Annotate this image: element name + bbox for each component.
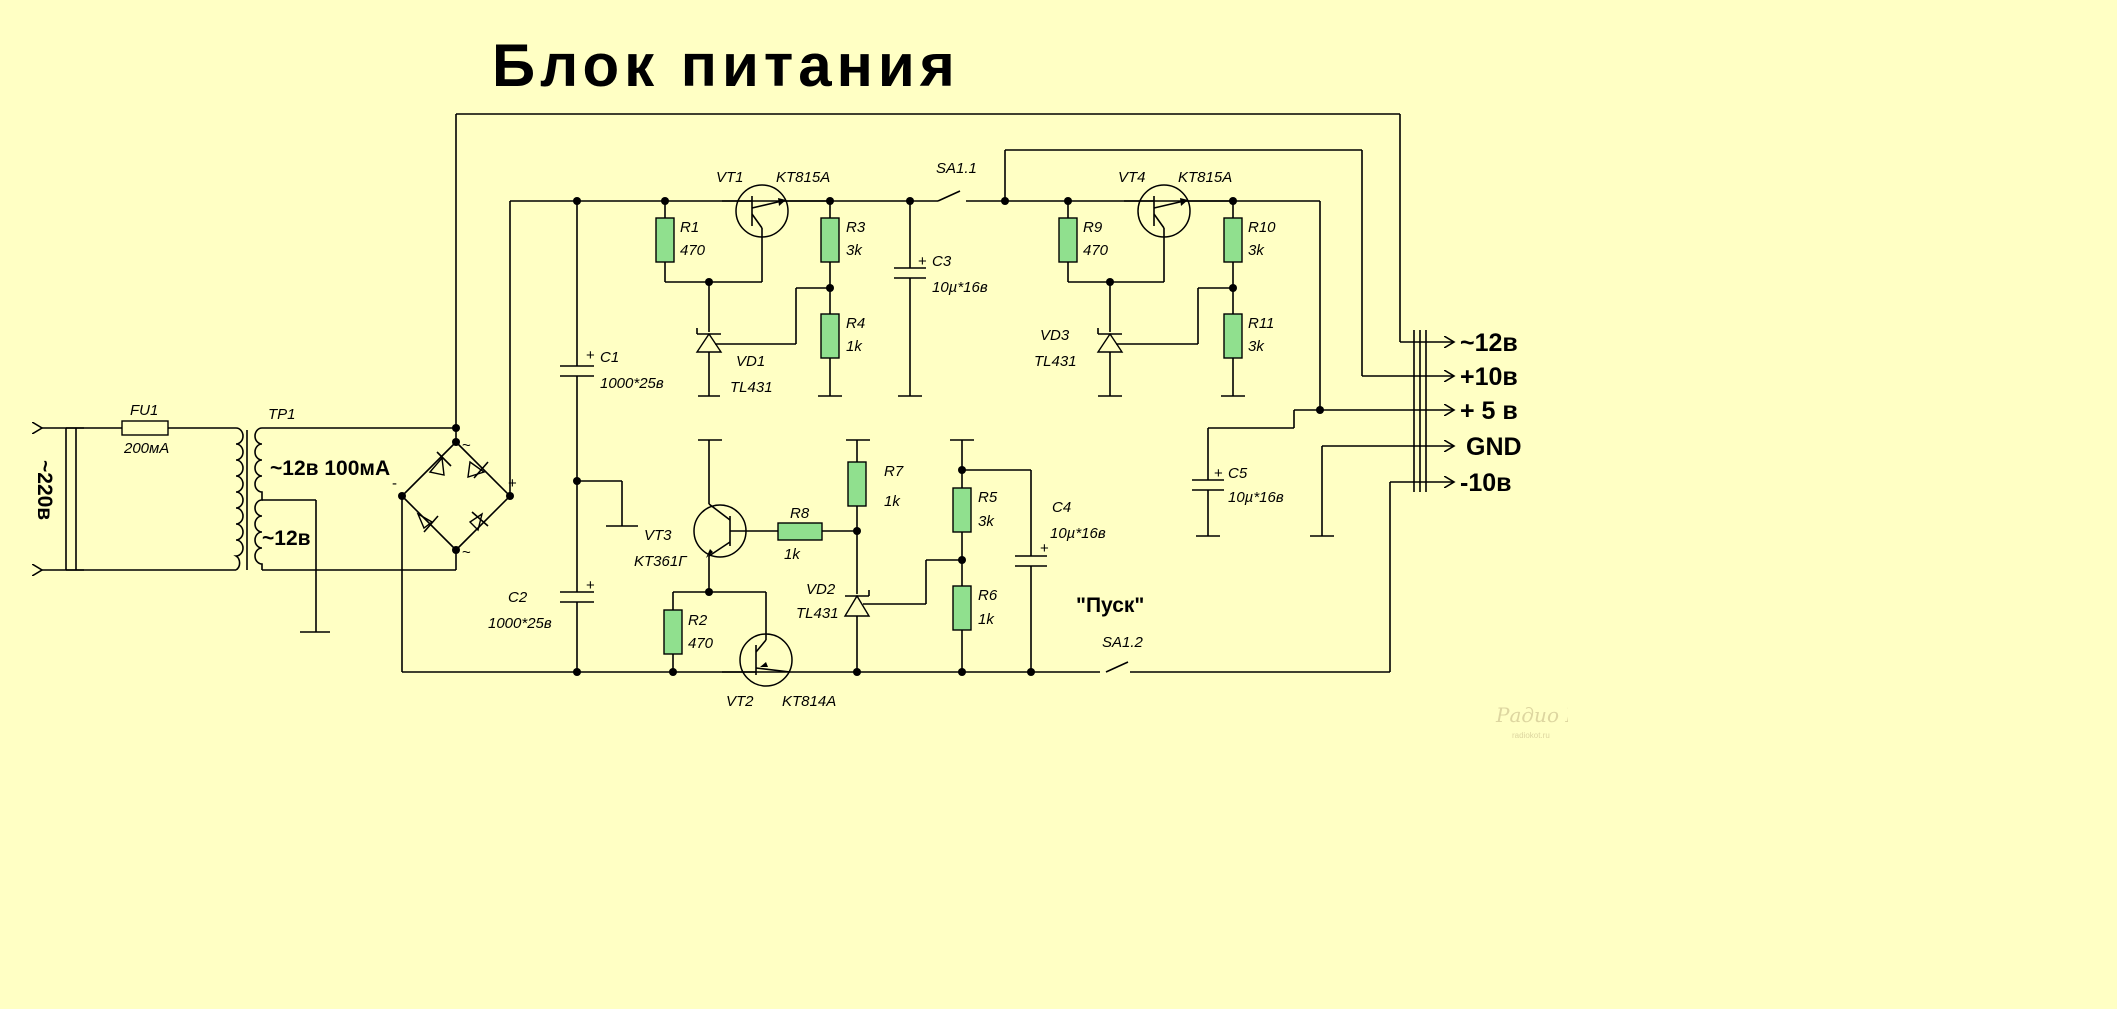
fu1-value: 200мА bbox=[123, 440, 169, 457]
svg-text:+: + bbox=[508, 475, 517, 492]
ac-output-wire bbox=[452, 113, 1401, 432]
r8-label: R8 bbox=[790, 505, 810, 522]
mains-label: ~220в bbox=[33, 460, 56, 520]
out-10m-label: -10в bbox=[1460, 469, 1512, 497]
r2-label: R2 bbox=[688, 612, 708, 629]
vd2-label: VD2 bbox=[806, 581, 836, 598]
r9-value: 470 bbox=[1083, 242, 1109, 259]
vt4-label: VT4 bbox=[1118, 169, 1146, 186]
vd1-type: TL431 bbox=[730, 379, 773, 396]
r6-value: 1k bbox=[978, 611, 995, 628]
r2-value: 470 bbox=[688, 635, 714, 652]
fu1-label: FU1 bbox=[130, 402, 158, 419]
vd1-label: VD1 bbox=[736, 353, 765, 370]
r1-value: 470 bbox=[680, 242, 706, 259]
vt1-type: KT815A bbox=[776, 169, 830, 186]
svg-text:+: + bbox=[586, 577, 595, 594]
vt3-type: KT361Г bbox=[634, 553, 688, 570]
sa12-label: SA1.2 bbox=[1102, 634, 1144, 651]
page-title: Блок питания bbox=[492, 32, 960, 99]
c1-value: 1000*25в bbox=[600, 375, 664, 392]
c3-label: C3 bbox=[932, 253, 952, 270]
r3-value: 3k bbox=[846, 242, 863, 259]
c5-value: 10µ*16в bbox=[1228, 489, 1284, 506]
out-12-label: ~12в bbox=[1460, 329, 1518, 357]
c1-label: C1 bbox=[600, 349, 619, 366]
diode-bridge: ~ ~ - + bbox=[392, 428, 517, 570]
vd3-type: TL431 bbox=[1034, 353, 1077, 370]
r11-label: R11 bbox=[1248, 315, 1274, 332]
c4-value: 10µ*16в bbox=[1050, 525, 1106, 542]
out-10p-label: +10в bbox=[1460, 363, 1518, 391]
r1-label: R1 bbox=[680, 219, 699, 236]
r3-label: R3 bbox=[846, 219, 866, 236]
r6-label: R6 bbox=[978, 587, 998, 604]
vt2-label: VT2 bbox=[726, 693, 754, 710]
transformer-tp1: TP1 ~12в 100мА ~12в bbox=[233, 406, 456, 633]
c3-value: 10µ*16в bbox=[932, 279, 988, 296]
vd2-type: TL431 bbox=[796, 605, 839, 622]
tr-sec1-label: ~12в 100мА bbox=[270, 457, 390, 480]
regulator-plus5: VT4 KT815A R9 470 VD3 TL431 R10 3k R11 3… bbox=[1004, 149, 1410, 537]
svg-text:+: + bbox=[918, 253, 927, 270]
r4-value: 1k bbox=[846, 338, 863, 355]
vt3-label: VT3 bbox=[644, 527, 672, 544]
watermark-url: radiokot.ru bbox=[1512, 731, 1550, 740]
r10-value: 3k bbox=[1248, 242, 1265, 259]
capacitors-c1-c2: + C1 1000*25в + C2 1000*25в bbox=[488, 201, 664, 672]
r5-value: 3k bbox=[978, 513, 995, 530]
regulator-minus10: VT3 KT361Г R8 1k R2 470 VT2 KT814A R7 1k… bbox=[634, 439, 1106, 710]
positive-rail: SA1.1 bbox=[509, 160, 1240, 496]
c5-label: C5 bbox=[1228, 465, 1248, 482]
r8-value: 1k bbox=[784, 546, 801, 563]
vt1-label: VT1 bbox=[716, 169, 744, 186]
svg-text:-: - bbox=[392, 475, 397, 492]
regulator-plus10: VT1 KT815A R1 470 VD1 TL431 R3 3k R4 1k … bbox=[655, 169, 988, 397]
r9-label: R9 bbox=[1083, 219, 1103, 236]
sa11-label: SA1.1 bbox=[936, 160, 977, 177]
fuse-fu1: FU1 200мА bbox=[121, 402, 169, 457]
c2-label: C2 bbox=[508, 589, 528, 606]
svg-text:+: + bbox=[1214, 465, 1223, 482]
r7-label: R7 bbox=[884, 463, 904, 480]
output-connector: ~12в +10в + 5 в GND -10в bbox=[1322, 329, 1522, 497]
svg-text:~: ~ bbox=[462, 544, 471, 561]
negative-rail: SA1.2 "Пуск" bbox=[401, 482, 1391, 676]
out-gnd-label: GND bbox=[1466, 433, 1522, 461]
svg-text:+: + bbox=[586, 347, 595, 364]
c2-value: 1000*25в bbox=[488, 615, 552, 632]
r5-label: R5 bbox=[978, 489, 998, 506]
r11-value: 3k bbox=[1248, 338, 1265, 355]
svg-text:~: ~ bbox=[462, 437, 471, 454]
r4-label: R4 bbox=[846, 315, 865, 332]
vd3-label: VD3 bbox=[1040, 327, 1070, 344]
vt4-type: KT815A bbox=[1178, 169, 1232, 186]
tr-sec2-label: ~12в bbox=[262, 527, 311, 550]
r10-label: R10 bbox=[1248, 219, 1276, 236]
schematic: Блок питания ~220в FU1 200мА TP1 ~12в 10… bbox=[0, 32, 1568, 740]
svg-text:+: + bbox=[1040, 540, 1049, 557]
mains-input: ~220в bbox=[33, 428, 236, 570]
out-5-label: + 5 в bbox=[1460, 397, 1518, 425]
c4-label: C4 bbox=[1052, 499, 1071, 516]
watermark-logo: Радио КОТ bbox=[1495, 703, 1568, 727]
pusk-label: "Пуск" bbox=[1076, 594, 1144, 617]
r7-value: 1k bbox=[884, 493, 901, 510]
vt2-type: KT814A bbox=[782, 693, 836, 710]
tp1-label: TP1 bbox=[268, 406, 296, 423]
